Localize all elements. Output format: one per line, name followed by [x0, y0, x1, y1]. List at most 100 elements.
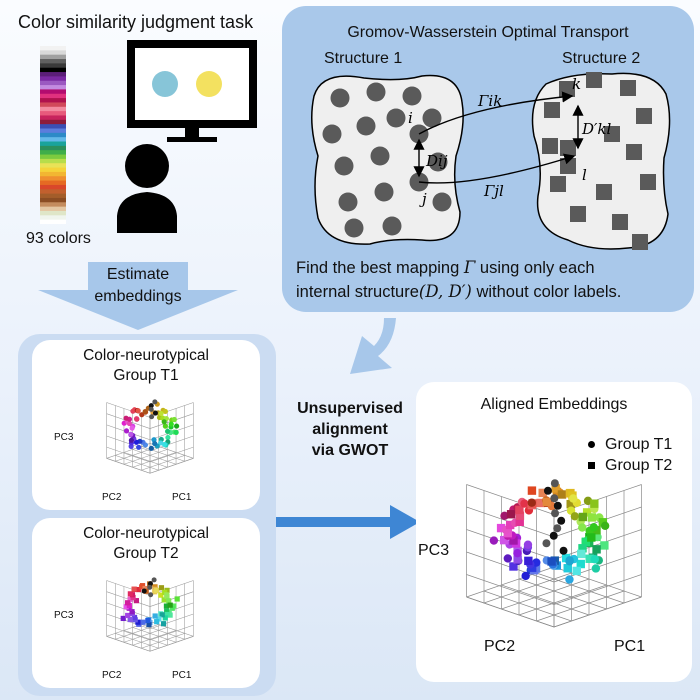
grid-line — [132, 449, 177, 465]
embedding-point — [127, 616, 133, 623]
embedding-point — [135, 619, 141, 625]
embedding-point — [551, 509, 560, 518]
embedding-point — [123, 604, 129, 610]
grid-line — [106, 458, 151, 474]
embedding-point — [585, 554, 594, 563]
embedding-point — [551, 484, 560, 493]
embedding-point — [592, 545, 601, 554]
color-swatch — [40, 98, 66, 104]
embedding-point — [130, 594, 136, 601]
embedding-point — [151, 437, 157, 443]
grid-line — [483, 572, 572, 604]
embedding-point — [506, 510, 516, 519]
embedding-point — [162, 408, 168, 415]
structure-1-point — [386, 108, 406, 128]
color-swatch — [40, 141, 66, 147]
embedding-point — [151, 577, 157, 583]
embedding-point — [583, 496, 593, 506]
structure-2-point — [586, 72, 602, 88]
embedding-point — [523, 540, 533, 549]
structure-1-label: Structure 1 — [324, 50, 403, 67]
grid-line — [149, 636, 194, 652]
colors-count-label: 93 colors — [26, 230, 91, 247]
structure-2-point — [604, 126, 620, 142]
color-swatch — [40, 128, 66, 134]
grid-line — [132, 630, 177, 646]
color-swatch-strip — [40, 46, 66, 224]
stimulus-color-1 — [152, 71, 178, 97]
embedding-point — [578, 523, 587, 532]
legend-group-t2: Group T2 — [588, 455, 672, 476]
embedding-point — [509, 536, 518, 545]
embedding-point — [165, 434, 171, 441]
task-title: Color similarity judgment task — [18, 12, 254, 32]
structure-2-point — [550, 176, 566, 192]
structure-2-point — [620, 80, 636, 96]
structure-1-point — [334, 156, 354, 176]
embedding-point — [520, 499, 529, 508]
embedding-point — [139, 412, 145, 418]
t1-pc1-label: PC1 — [172, 492, 192, 503]
structure-1-point — [402, 86, 422, 106]
embedding-point — [135, 408, 141, 414]
color-swatch — [40, 63, 66, 69]
structure-1-point — [366, 82, 386, 102]
embedding-point — [600, 521, 610, 530]
structure-2-point — [612, 214, 628, 230]
color-swatch — [40, 93, 66, 99]
person-body-icon — [117, 192, 177, 233]
embedding-point — [513, 555, 522, 564]
swatch-group — [40, 46, 66, 224]
embedding-point — [152, 410, 158, 416]
color-swatch — [40, 67, 66, 73]
grid-line — [115, 633, 159, 649]
embedding-point — [131, 586, 137, 592]
color-swatch — [40, 176, 66, 182]
embedding-point — [587, 513, 597, 522]
grid-line — [553, 506, 642, 538]
embedding-point — [154, 619, 160, 625]
embedding-point — [543, 486, 552, 495]
embedding-point — [582, 508, 592, 517]
color-swatch — [40, 171, 66, 177]
color-swatch — [40, 184, 66, 190]
embedding-point — [536, 498, 545, 508]
label-dkl: D′kl — [581, 120, 612, 138]
embedding-point — [570, 512, 580, 521]
embedding-point — [152, 440, 158, 447]
color-swatch — [40, 150, 66, 156]
grid-line — [149, 458, 194, 474]
gamma-jl-arrow — [418, 153, 576, 184]
color-swatch — [40, 89, 66, 95]
grid-line — [149, 591, 194, 607]
gwot-panel: Gromov-Wasserstein Optimal Transport Str… — [282, 6, 694, 312]
grid-line — [553, 596, 642, 628]
color-swatch — [40, 59, 66, 64]
embedding-point — [161, 597, 167, 603]
aligned-embeddings-card: Aligned Embeddings Group T1 Group T2 PC3… — [416, 382, 692, 682]
t1-pc2-label: PC2 — [102, 492, 122, 503]
embedding-point — [125, 612, 131, 619]
grid-line — [149, 613, 194, 630]
grid-line — [466, 566, 555, 598]
embedding-point — [123, 428, 130, 434]
color-swatch — [40, 197, 66, 203]
embedding-point — [565, 556, 574, 565]
circle-marker-icon — [588, 441, 595, 448]
grid-line — [518, 584, 607, 616]
color-swatch — [40, 163, 66, 169]
embedding-point — [158, 592, 164, 598]
embedding-point — [126, 602, 132, 609]
stimulus-color-2 — [196, 71, 222, 97]
alignment-label: Unsupervised alignment via GWOT — [297, 400, 403, 459]
embedding-point — [563, 564, 572, 573]
grid-line — [149, 624, 194, 641]
structure-2-point — [596, 184, 612, 200]
embedding-point — [120, 615, 126, 622]
embedding-point — [600, 541, 609, 550]
grid-line — [141, 455, 185, 471]
embedding-point — [515, 511, 525, 520]
embedding-point — [158, 585, 165, 591]
embedding-point — [156, 616, 162, 622]
grid-line — [553, 574, 642, 605]
